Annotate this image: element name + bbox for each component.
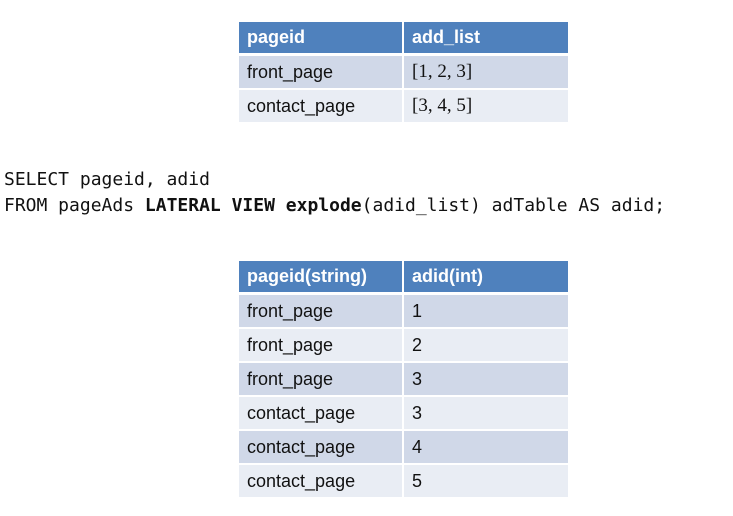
sql-from-clause: FROM pageAds (4, 195, 145, 216)
adid-cell: 3 (403, 362, 568, 397)
output-table: pageid(string) adid(int) front_page 1 fr… (239, 261, 568, 497)
table-row: contact_page [3, 4, 5] (239, 89, 568, 122)
pageid-cell: front_page (239, 328, 404, 363)
pageid-cell: front_page (239, 362, 404, 397)
table-row: contact_page 5 (239, 464, 568, 497)
column-header-adid-int: adid(int) (403, 261, 568, 295)
table-header-row: pageid(string) adid(int) (239, 261, 568, 295)
adid-cell: 5 (403, 464, 568, 497)
sql-explode-args: (adid_list) adTable AS adid; (361, 195, 666, 216)
table-row: contact_page 4 (239, 430, 568, 465)
column-header-pageid: pageid (239, 22, 404, 56)
pageid-cell: front_page (239, 293, 404, 329)
adid-cell: 1 (403, 293, 568, 329)
table-row: front_page 2 (239, 328, 568, 363)
adid-cell: 2 (403, 328, 568, 363)
table-row: front_page 3 (239, 362, 568, 397)
table-row: front_page 1 (239, 293, 568, 329)
pageid-cell: contact_page (239, 396, 404, 431)
sql-keyword-lateral-view-explode: LATERAL VIEW explode (144, 195, 362, 216)
column-header-pageid-string: pageid(string) (239, 261, 404, 295)
table-header-row: pageid add_list (239, 22, 568, 56)
column-header-add-list: add_list (403, 22, 568, 56)
adid-cell: 4 (403, 430, 568, 465)
pageid-cell: front_page (239, 54, 404, 90)
input-table: pageid add_list front_page [1, 2, 3] con… (239, 22, 568, 122)
sql-query: SELECT pageid, adid FROM pageAds LATERAL… (4, 167, 665, 219)
adid-cell: 3 (403, 396, 568, 431)
table-row: contact_page 3 (239, 396, 568, 431)
pageid-cell: contact_page (239, 464, 404, 497)
table-row: front_page [1, 2, 3] (239, 54, 568, 90)
pageid-cell: contact_page (239, 89, 404, 122)
add-list-cell: [3, 4, 5] (403, 89, 568, 122)
pageid-cell: contact_page (239, 430, 404, 465)
add-list-cell: [1, 2, 3] (403, 54, 568, 90)
sql-line-select: SELECT pageid, adid (4, 169, 210, 190)
sql-line-from: FROM pageAds LATERAL VIEW explode(adid_l… (4, 195, 665, 216)
